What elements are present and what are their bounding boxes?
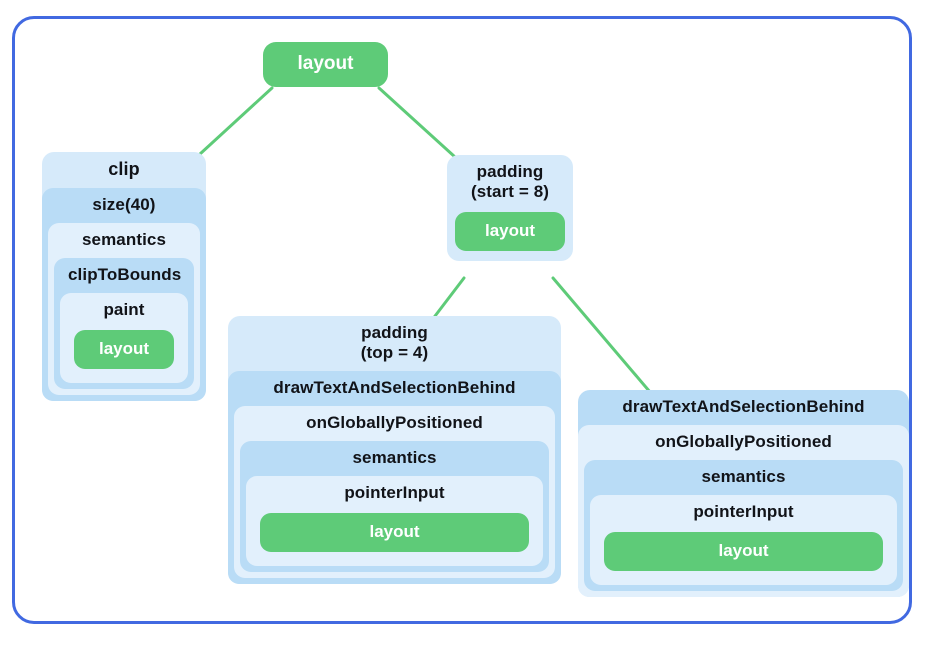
node-padding-top[interactable]: padding (top = 4) drawTextAndSelectionBe… (228, 316, 561, 585)
node-on-globally-positioned-mid[interactable]: onGloballyPositioned semantics pointerIn… (234, 406, 555, 579)
node-on-globally-positioned-right[interactable]: onGloballyPositioned semantics pointerIn… (578, 425, 909, 598)
node-label-padding-start: padding (start = 8) (470, 162, 550, 202)
node-label-size-40: size(40) (92, 195, 156, 215)
node-pointer-input-mid[interactable]: pointerInput layout (246, 476, 543, 567)
node-label-padding-top: padding (top = 4) (360, 323, 429, 363)
node-draw-text-and-selection-behind-right[interactable]: drawTextAndSelectionBehind onGloballyPos… (578, 390, 909, 598)
node-label-layout-leaf-padding-start: layout (455, 212, 565, 252)
node-label-paint: paint (103, 300, 145, 320)
node-label-on-globally-positioned-mid: onGloballyPositioned (306, 413, 483, 433)
node-label-pointer-input-right: pointerInput (693, 502, 794, 522)
node-label-pointer-input-mid: pointerInput (344, 483, 445, 503)
node-root-layout[interactable]: layout (263, 42, 388, 87)
node-label-clip-to-bounds: clipToBounds (68, 265, 182, 285)
node-label-layout-leaf-mid: layout (260, 513, 529, 553)
node-label-semantics-right: semantics (701, 467, 786, 487)
node-label-semantics: semantics (81, 230, 167, 250)
diagram-frame-border (12, 16, 912, 624)
node-label-draw-text-and-selection-behind-right: drawTextAndSelectionBehind (622, 397, 865, 416)
node-clip-to-bounds[interactable]: clipToBounds paint layout (54, 258, 194, 390)
node-pointer-input-right[interactable]: pointerInput layout (590, 495, 897, 586)
node-semantics[interactable]: semantics clipToBounds paint layout (48, 223, 200, 396)
node-size-40[interactable]: size(40) semantics clipToBounds paint la… (42, 188, 206, 402)
node-label-layout-leaf-right: layout (604, 532, 883, 572)
node-semantics-right[interactable]: semantics pointerInput layout (584, 460, 903, 592)
node-clip[interactable]: clip size(40) semantics clipToBounds pai… (42, 152, 206, 402)
node-paint[interactable]: paint layout (60, 293, 188, 384)
node-semantics-mid[interactable]: semantics pointerInput layout (240, 441, 549, 573)
node-label-clip: clip (108, 159, 140, 179)
node-label-semantics-mid: semantics (352, 448, 437, 468)
node-label-draw-text-and-selection-behind-mid: drawTextAndSelectionBehind (273, 378, 516, 398)
node-label-on-globally-positioned-right: onGloballyPositioned (655, 432, 832, 452)
node-label-layout-leaf: layout (74, 330, 174, 370)
node-draw-text-and-selection-behind-mid[interactable]: drawTextAndSelectionBehind onGloballyPos… (228, 371, 561, 585)
node-padding-start[interactable]: padding (start = 8) layout (447, 155, 573, 262)
node-label-layout: layout (263, 42, 388, 87)
